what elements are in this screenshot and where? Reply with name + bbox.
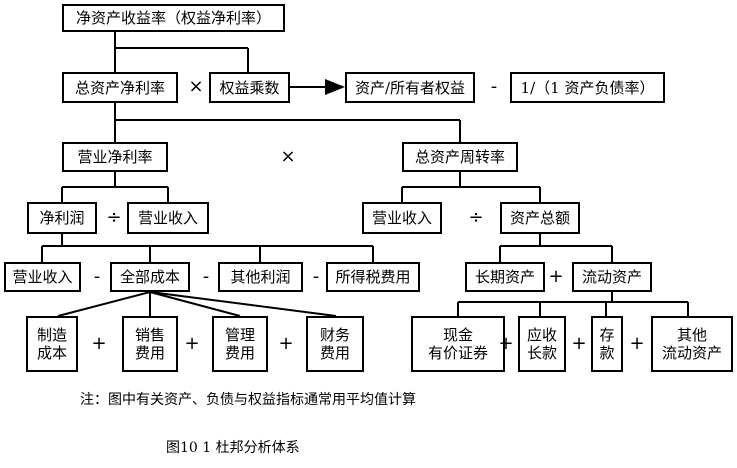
operator-plus: + xyxy=(184,333,200,354)
operator-times: × xyxy=(188,76,204,97)
footnote: 注：图中有关资产、负债与权益指标通常用平均值计算 xyxy=(80,392,416,408)
operator-plus: + xyxy=(91,333,107,354)
operating-margin-box: 营业净利率 xyxy=(62,142,168,172)
operator-plus: + xyxy=(548,266,564,287)
roa-box: 总资产净利率 xyxy=(62,72,178,103)
assets-over-equity-box: 资产/所有者权益 xyxy=(345,72,475,103)
current-assets-box: 流动资产 xyxy=(572,262,652,292)
finance-expense-box: 财务 费用 xyxy=(306,316,364,372)
operator-minus: - xyxy=(312,266,320,287)
operator-plus: + xyxy=(278,333,294,354)
income-tax-box: 所得税费用 xyxy=(326,262,420,292)
revenue-box: 营业收入 xyxy=(127,202,209,234)
total-assets-box: 资产总额 xyxy=(500,202,580,234)
selling-expense-box: 销售 费用 xyxy=(122,316,178,372)
operator-divide: ÷ xyxy=(468,207,484,228)
other-current-assets-box: 其他 流动资产 xyxy=(651,316,733,372)
cash-securities-box: 现金 有价证券 xyxy=(411,316,505,372)
inventory-box: 存 款 xyxy=(591,316,623,372)
operator-divide: ÷ xyxy=(106,207,122,228)
roe-box: 净资产收益率（权益净利率） xyxy=(62,4,285,32)
one-over-box: 1/（1 资产负债率） xyxy=(510,72,665,103)
figure-caption: 图10 1 杜邦分析体系 xyxy=(166,440,300,456)
long-term-assets-box: 长期资产 xyxy=(465,262,545,292)
asset-turnover-box: 总资产周转率 xyxy=(402,142,518,172)
manufacturing-cost-box: 制造 成本 xyxy=(26,316,78,372)
equity-multiplier-box: 权益乘数 xyxy=(209,72,290,103)
receivables-box: 应收 长款 xyxy=(518,316,566,372)
other-profit-box: 其他利润 xyxy=(218,262,303,292)
operator-minus: - xyxy=(93,266,101,287)
total-cost-box: 全部成本 xyxy=(110,262,190,292)
revenue-box: 营业收入 xyxy=(362,202,442,234)
operator-plus: + xyxy=(498,333,514,354)
net-profit-box: 净利润 xyxy=(27,202,97,234)
admin-expense-box: 管理 费用 xyxy=(212,316,268,372)
operator-times: × xyxy=(280,146,296,167)
operator-plus: + xyxy=(629,333,645,354)
revenue-box: 营业收入 xyxy=(4,262,81,292)
operator-minus: - xyxy=(490,76,498,97)
operator-minus: - xyxy=(202,266,210,287)
operator-plus: + xyxy=(571,333,587,354)
